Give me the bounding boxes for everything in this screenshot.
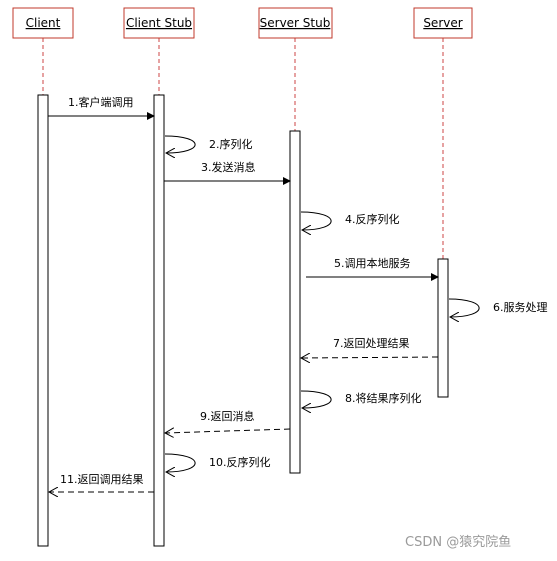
participant-server: Server bbox=[413, 7, 473, 39]
message-arrow-6 bbox=[449, 298, 480, 317]
activation-server bbox=[437, 258, 449, 398]
activation-server-stub bbox=[289, 130, 301, 474]
message-label-1: 1.客户端调用 bbox=[68, 95, 134, 109]
message-label-7: 7.返回处理结果 bbox=[333, 337, 410, 350]
message-arrow-10 bbox=[165, 453, 196, 472]
participant-server-stub-label: Server Stub bbox=[260, 16, 331, 30]
message-label-11: 11.返回调用结果 bbox=[60, 473, 144, 486]
activation-client bbox=[37, 94, 49, 547]
participant-server-stub: Server Stub bbox=[258, 7, 333, 39]
message-label-10: 10.反序列化 bbox=[209, 455, 271, 469]
message-label-4: 4.反序列化 bbox=[345, 212, 400, 226]
message-label-2: 2.序列化 bbox=[209, 137, 253, 151]
message-arrow-7 bbox=[301, 357, 439, 358]
participant-client-stub-label: Client Stub bbox=[126, 16, 192, 30]
message-arrow-9 bbox=[165, 429, 291, 433]
message-arrow-2 bbox=[165, 135, 196, 153]
participant-client-stub: Client Stub bbox=[123, 7, 195, 39]
participant-server-label: Server bbox=[423, 16, 462, 30]
message-label-8: 8.将结果序列化 bbox=[345, 391, 422, 405]
participant-client-label: Client bbox=[26, 16, 61, 30]
message-label-3: 3.发送消息 bbox=[201, 160, 256, 174]
message-arrow-8 bbox=[301, 390, 332, 408]
watermark-text: CSDN @猿究院鱼 bbox=[405, 534, 511, 550]
activation-client-stub bbox=[153, 94, 165, 547]
message-label-6: 6.服务处理 bbox=[493, 301, 548, 314]
participant-client: Client bbox=[12, 7, 74, 39]
message-label-5: 5.调用本地服务 bbox=[334, 256, 411, 270]
message-arrow-4 bbox=[301, 211, 332, 230]
message-label-9: 9.返回消息 bbox=[200, 409, 255, 423]
